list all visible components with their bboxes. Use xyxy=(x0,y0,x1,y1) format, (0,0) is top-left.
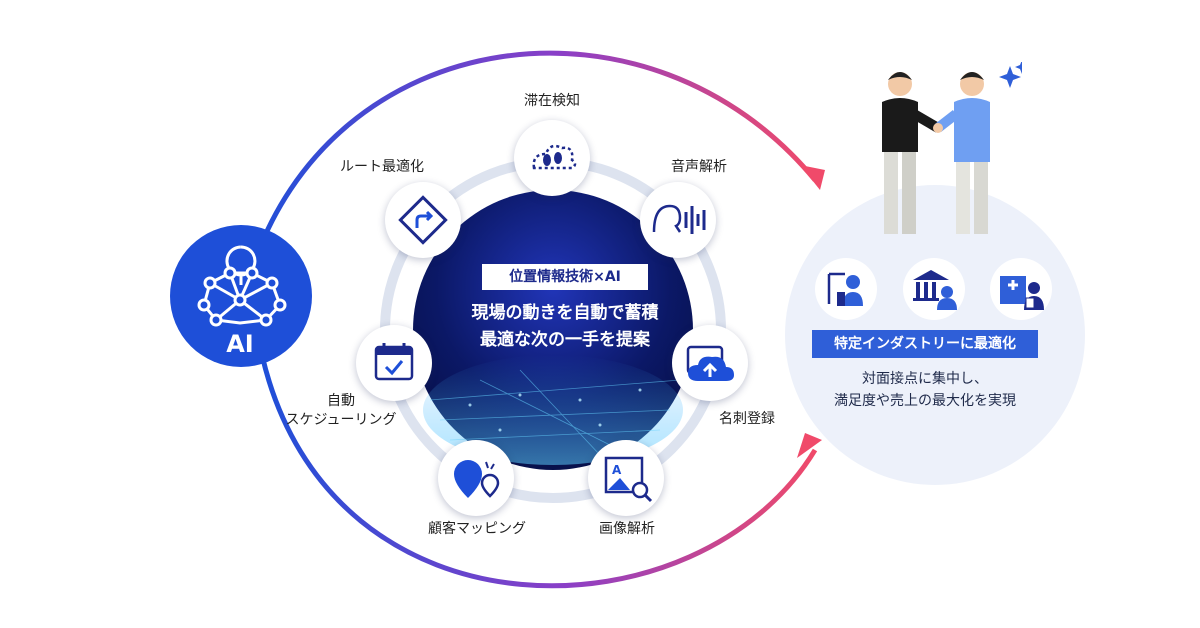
center-message: 現場の動きを自動で蓄積 最適な次の一手を提案 xyxy=(420,300,710,354)
map-pin-icon xyxy=(454,460,500,498)
center-tag: 位置情報技術×AI xyxy=(482,264,648,290)
outcome-line-1: 対面接点に集中し、 xyxy=(862,371,988,387)
industry-tag: 特定インダストリーに最適化 xyxy=(812,330,1038,358)
lower-arc xyxy=(259,354,818,589)
label-route-optimization: ルート最適化 xyxy=(340,159,424,175)
upper-arrowhead xyxy=(800,165,825,190)
label-auto-scheduling: 自動 スケジューリング xyxy=(276,392,406,430)
bank-officer-icon xyxy=(913,270,957,310)
industry-finance xyxy=(903,258,965,320)
label-customer-mapping: 顧客マッピング xyxy=(428,521,526,537)
calendar-check-icon xyxy=(374,343,414,381)
node-business-card xyxy=(672,325,748,401)
sparkle-icon xyxy=(999,66,1021,88)
upper-arc xyxy=(247,50,817,276)
label-business-card: 名刺登録 xyxy=(719,411,775,427)
outcome-message: 対面接点に集中し、 満足度や売上の最大化を実現 xyxy=(800,368,1050,412)
node-customer-mapping xyxy=(438,440,514,516)
node-image-analysis: A xyxy=(588,440,664,516)
node-stay-detection xyxy=(514,120,590,196)
label-auto-scheduling-line1: 自動 xyxy=(327,393,355,409)
hospital-staff-icon xyxy=(1000,276,1044,310)
route-sign-icon xyxy=(398,195,448,245)
ai-badge-label: AI xyxy=(226,330,254,358)
node-voice-analysis xyxy=(640,182,716,258)
ai-network-icon xyxy=(197,245,287,327)
construction-worker-icon xyxy=(827,272,863,306)
handshake-illustration xyxy=(882,62,1022,234)
cloud-upload-icon xyxy=(686,345,734,381)
voice-wave-icon xyxy=(652,204,706,234)
industry-construction xyxy=(815,258,877,320)
industry-healthcare xyxy=(990,258,1052,320)
image-search-icon: A xyxy=(604,456,653,503)
node-route-optimization xyxy=(385,182,461,258)
lower-arrowhead xyxy=(797,433,822,458)
ai-badge xyxy=(170,225,312,367)
center-line-1: 現場の動きを自動で蓄積 xyxy=(471,303,659,323)
label-auto-scheduling-line2: スケジューリング xyxy=(285,412,397,428)
node-auto-scheduling xyxy=(356,325,432,401)
center-line-2: 最適な次の一手を提案 xyxy=(480,330,650,350)
outcome-line-2: 満足度や売上の最大化を実現 xyxy=(834,393,1016,409)
label-stay-detection: 滞在検知 xyxy=(524,93,580,109)
label-voice-analysis: 音声解析 xyxy=(671,159,727,175)
svg-text:A: A xyxy=(612,463,622,477)
footprints-cloud-icon xyxy=(532,144,577,170)
label-image-analysis: 画像解析 xyxy=(599,521,655,537)
